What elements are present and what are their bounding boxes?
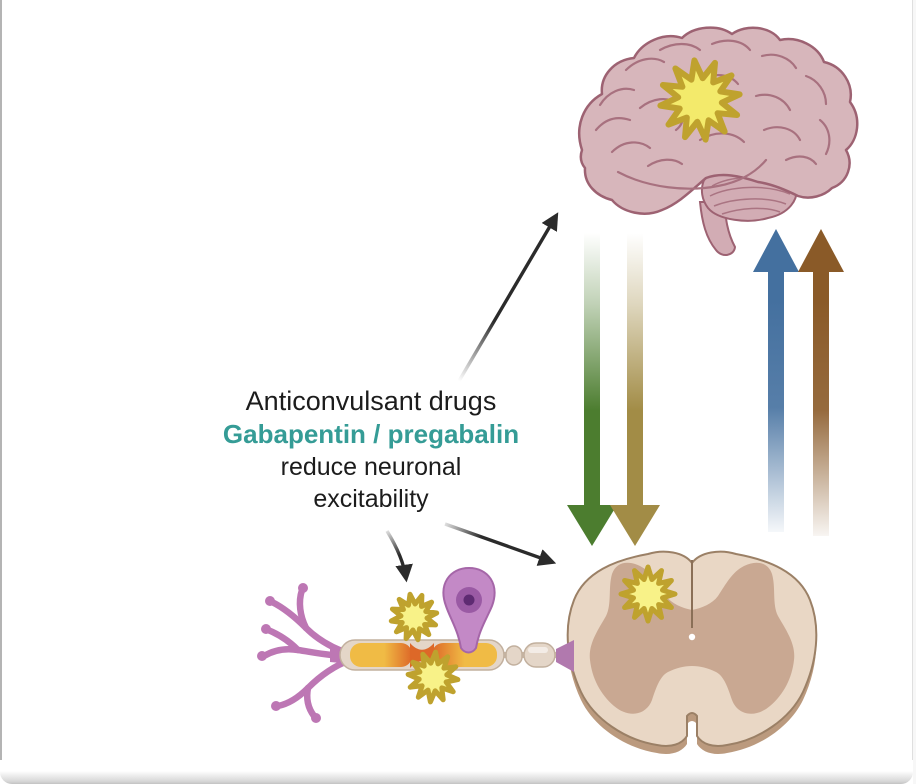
arrow-text-to-neuron bbox=[385, 530, 413, 583]
gyrus-line bbox=[804, 74, 828, 106]
gyrus-line bbox=[616, 158, 768, 190]
myelin-highlight bbox=[528, 647, 548, 653]
axon-terminal-flare bbox=[556, 640, 574, 672]
myelin-sheath-segments bbox=[505, 642, 556, 668]
gyrus-line bbox=[762, 126, 802, 142]
dendrite-tip bbox=[271, 701, 281, 711]
olive-arrow-head bbox=[610, 505, 660, 546]
ascending-arrow-brown bbox=[798, 229, 844, 536]
striation-line bbox=[709, 186, 791, 197]
gyrus-line bbox=[754, 93, 792, 112]
dendrite-tip bbox=[298, 583, 308, 593]
caption-line-4: excitability bbox=[313, 485, 429, 513]
gyrus-line bbox=[594, 117, 632, 132]
dendrites bbox=[260, 586, 354, 720]
caption-line-1: Anticonvulsant drugs bbox=[245, 386, 497, 416]
spinal-cord-illustration bbox=[566, 550, 818, 754]
neuron-illustration bbox=[257, 566, 574, 723]
gyrus-line bbox=[610, 141, 652, 154]
caption-line-2-drug-names: Gabapentin / pregabalin bbox=[222, 419, 520, 449]
ascending-arrow-blue bbox=[753, 229, 799, 532]
dendrite-branch bbox=[304, 684, 318, 720]
gyrus-line bbox=[710, 39, 752, 52]
blue-arrow-head bbox=[753, 229, 799, 272]
brainstem bbox=[698, 201, 737, 256]
arrow-text-to-spinal-cord bbox=[444, 522, 557, 566]
green-arrow-shaft bbox=[584, 233, 600, 507]
dendrite-tip bbox=[311, 713, 321, 723]
myelin-segment bbox=[523, 642, 556, 668]
central-canal bbox=[688, 633, 696, 641]
gyrus-line bbox=[818, 118, 831, 156]
starburst-spinal-cord-icon bbox=[618, 564, 678, 624]
starburst-axon-upper-icon bbox=[388, 591, 440, 643]
gyrus-line bbox=[624, 57, 666, 72]
green-arrow-head bbox=[567, 505, 617, 546]
caption-line-3: reduce neuronal bbox=[280, 453, 462, 481]
myelin-segment bbox=[505, 645, 523, 666]
cell-body bbox=[442, 566, 496, 654]
arrow-text-to-brain bbox=[457, 212, 559, 382]
axon-segment-left bbox=[350, 643, 412, 667]
striation-line bbox=[713, 198, 787, 207]
dendrite-branch bbox=[296, 586, 310, 632]
gyrus-line bbox=[646, 158, 684, 168]
dendrite-branch bbox=[274, 656, 354, 710]
descending-arrow-olive bbox=[610, 233, 660, 546]
dendrite-tips bbox=[257, 583, 321, 723]
seizure-starburst-brain-icon bbox=[657, 57, 743, 143]
caption-block: Anticonvulsant drugs Gabapentin / pregab… bbox=[211, 385, 531, 515]
gyrus-line bbox=[598, 87, 636, 107]
gyrus-line bbox=[784, 155, 818, 166]
canvas-left-border bbox=[0, 0, 2, 761]
brain-illustration bbox=[577, 26, 859, 256]
canvas-right-margin bbox=[913, 0, 916, 784]
brown-arrow-shaft bbox=[813, 270, 829, 536]
gyrus-line bbox=[658, 42, 702, 52]
canvas-right-border bbox=[912, 0, 913, 761]
nucleolus bbox=[463, 594, 475, 606]
gyrus-line bbox=[760, 53, 798, 70]
dendrite-tip bbox=[261, 624, 271, 634]
starburst-axon-lower-icon bbox=[405, 649, 461, 705]
striation-line bbox=[721, 207, 781, 215]
dendrite-tip bbox=[265, 596, 275, 606]
descending-arrow-green bbox=[567, 233, 617, 546]
olive-arrow-shaft bbox=[627, 233, 643, 507]
dendrite-tip bbox=[257, 651, 267, 661]
canvas-bottom-shadow bbox=[0, 771, 913, 784]
blue-arrow-shaft bbox=[768, 270, 784, 532]
brown-arrow-head bbox=[798, 229, 844, 272]
